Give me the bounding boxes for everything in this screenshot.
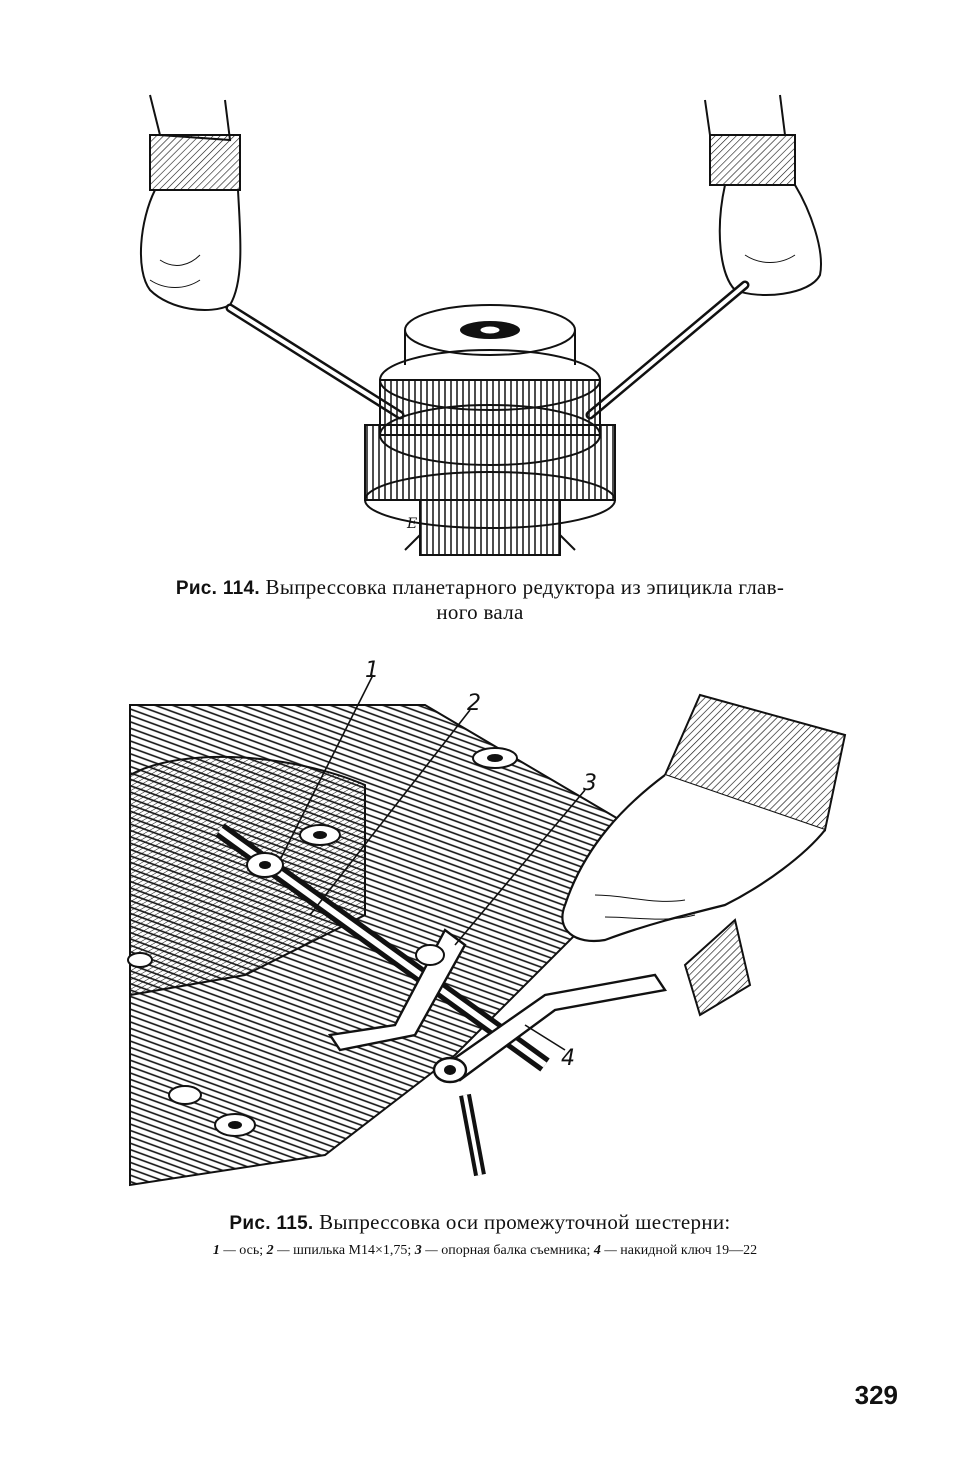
legend-text-1: ось [239, 1243, 260, 1258]
figure-114-illustration: E [120, 80, 840, 570]
figure-115-caption-text: Выпрессовка оси промежуточной шестерни: [319, 1210, 731, 1234]
figure-115-illustration: 1 2 3 4 [125, 655, 860, 1200]
callout-4: 4 [561, 1046, 575, 1071]
legend-num-3: 3 [414, 1243, 422, 1258]
legend-num-4: 4 [593, 1243, 601, 1258]
hand [561, 693, 847, 943]
figure-115-number: Рис. 115. [229, 1213, 314, 1234]
planetary-gearbox [364, 304, 616, 556]
casing-bosses [127, 747, 518, 1137]
callout-3: 3 [583, 771, 597, 796]
figure-114-caption-text: Выпрессовка планетарного редуктора из эп… [265, 575, 785, 599]
svg-text:E: E [406, 516, 417, 532]
figure-115-drawing: 1 2 3 4 [127, 658, 847, 1187]
figure-114-caption-line1: Рис. 114. Выпрессовка планетарного редук… [120, 575, 840, 600]
figure-114-caption: Рис. 114. Выпрессовка планетарного редук… [120, 575, 840, 624]
legend-text-4: накидной ключ 19—22 [620, 1243, 758, 1258]
legend-text-3: опорная балка съемника [441, 1243, 587, 1258]
legend-num-2: 2 [266, 1243, 274, 1258]
callouts: 1 2 3 4 [279, 658, 597, 1071]
figure-114-number: Рис. 114. [175, 578, 260, 599]
page-number: 329 [854, 1380, 898, 1410]
legend-text-2: шпилька М14×1,75 [293, 1243, 408, 1258]
figure-115-caption: Рис. 115. Выпрессовка оси промежуточной … [100, 1210, 860, 1235]
callout-2: 2 [467, 691, 481, 716]
legend-num-1: 1 [212, 1243, 220, 1258]
figure-114-drawing: E [140, 94, 822, 556]
callout-1: 1 [365, 658, 379, 683]
figure-115-legend: 1 — ось; 2 — шпилька М14×1,75; 3 — опорн… [212, 1243, 758, 1258]
left-hand [140, 94, 242, 311]
right-hand [704, 94, 822, 296]
figure-114-caption-line2: ного вала [436, 599, 524, 624]
